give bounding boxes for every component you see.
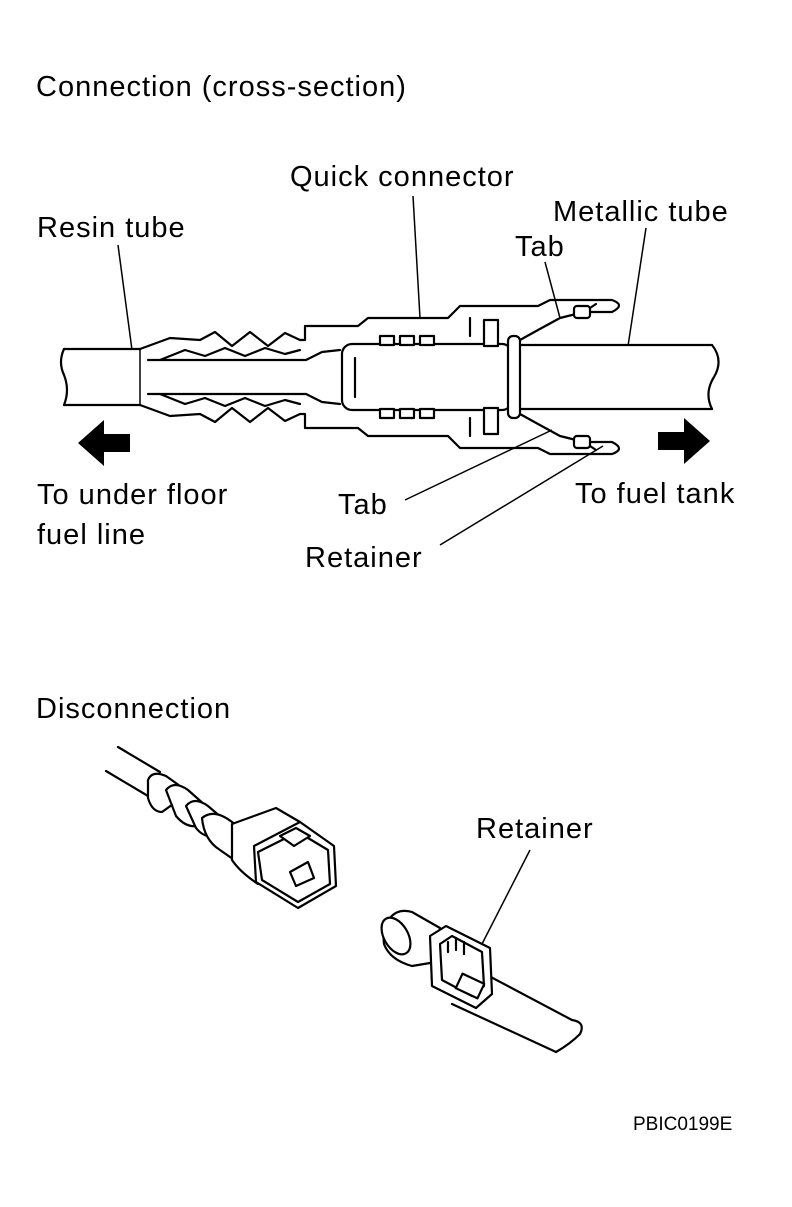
resin-tube-label: Resin tube [37, 212, 186, 244]
metallic-tube-retainer-assembly [380, 849, 583, 1054]
retainer [468, 302, 598, 452]
quick-connector-body [138, 298, 621, 456]
retainer-cross-section-label: Retainer [305, 542, 423, 574]
disconnection-title: Disconnection [36, 693, 232, 725]
left-arrow-icon [78, 420, 130, 466]
metallic-tube-label: Metallic tube [553, 196, 729, 228]
to-under-floor-label-line1: To under floor [37, 479, 229, 511]
figure-code: PBIC0199E [633, 1114, 733, 1135]
metallic-tube [340, 318, 720, 436]
to-under-floor-label-line2: fuel line [37, 519, 146, 551]
resin-tube [59, 347, 142, 407]
leader-lines [117, 195, 647, 546]
to-fuel-tank-label: To fuel tank [575, 478, 736, 510]
quick-connector-label: Quick connector [290, 161, 515, 193]
disconnection-diagram [104, 745, 583, 1054]
connection-title: Connection (cross-section) [36, 71, 407, 103]
tab-upper-label: Tab [515, 231, 565, 263]
right-arrow-icon [658, 418, 710, 464]
tab-lower-label: Tab [338, 489, 388, 521]
resin-tube-connector-assembly [104, 745, 338, 910]
cross-section-diagram [59, 195, 720, 546]
retainer-disconnection-label: Retainer [476, 813, 594, 845]
